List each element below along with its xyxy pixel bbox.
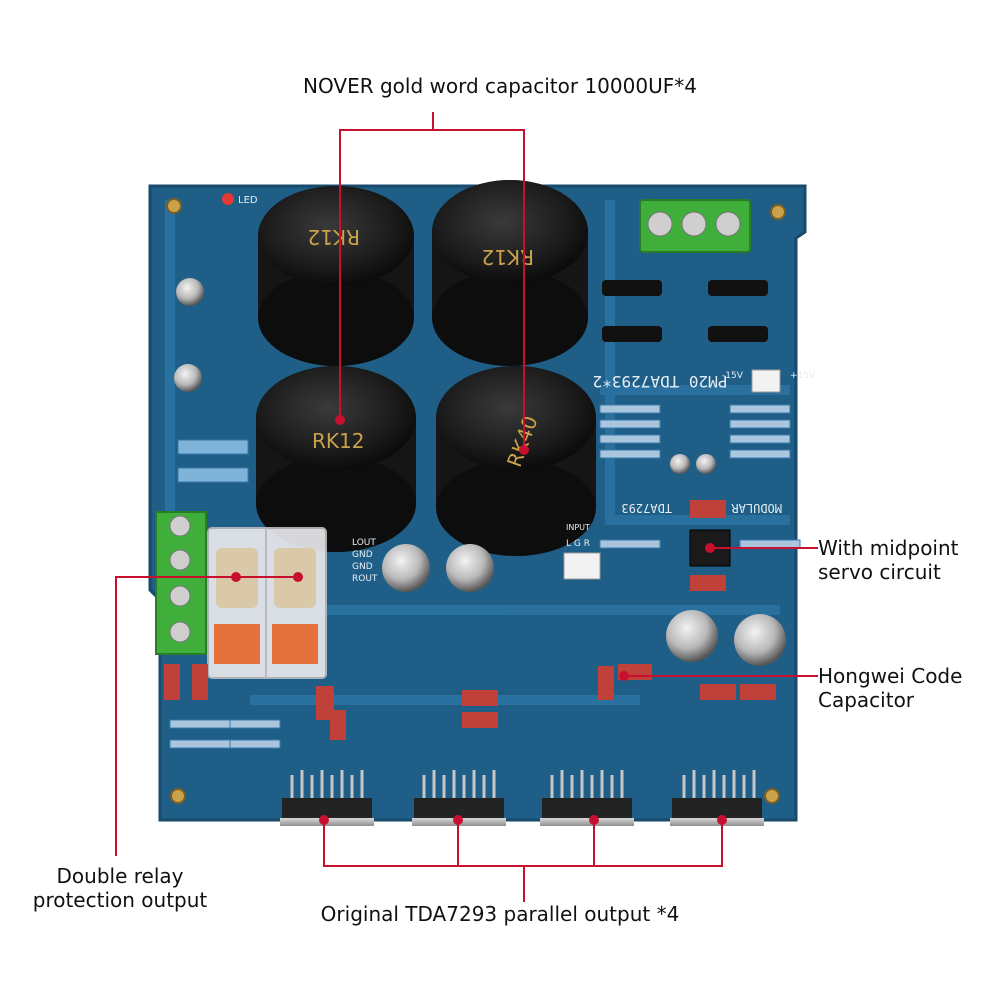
annotation-tda7293: Original TDA7293 parallel output *4 xyxy=(320,902,680,926)
annotation-servo-line2: servo circuit xyxy=(818,560,941,584)
callout-lines xyxy=(115,112,818,902)
annotation-servo: With midpoint servo circuit xyxy=(818,536,998,584)
callout-top-line-right xyxy=(433,129,525,450)
capacitor-top-left: RK12 xyxy=(258,186,414,366)
callout-dots xyxy=(231,415,727,825)
annotation-relay: Double relay protection output xyxy=(10,864,230,912)
resistor-arrays xyxy=(169,404,801,749)
annotation-servo-line1: With midpoint xyxy=(818,536,959,560)
led-icon xyxy=(222,193,234,205)
callout-top-line xyxy=(339,112,434,420)
svg-text:RK12: RK12 xyxy=(312,429,364,453)
led-label: LED xyxy=(238,195,258,206)
callout-relay-line xyxy=(115,576,236,856)
power-label-neg: -15V xyxy=(722,371,744,381)
annotation-capacitors: NOVER gold word capacitor 10000UF*4 xyxy=(303,74,697,98)
pcb-traces xyxy=(165,200,790,705)
red-film-capacitor-top xyxy=(690,500,726,518)
power-header xyxy=(751,369,781,393)
tda7293-chip-4 xyxy=(670,770,764,826)
silkscreen-modular: MODULAR xyxy=(731,501,782,515)
annotation-hongwei-line1: Hongwei Code xyxy=(818,664,963,688)
tda7293-chip-3 xyxy=(540,770,634,826)
red-film-capacitor-mid xyxy=(690,575,726,591)
capacitor-bottom-right: RK40 xyxy=(436,366,596,556)
input-header xyxy=(563,552,601,580)
capacitor-bottom-left: RK12 xyxy=(256,366,416,552)
red-film-capacitors xyxy=(164,664,776,740)
capacitor-top-right: RK12 xyxy=(432,180,588,366)
rectifier-diodes xyxy=(602,280,768,342)
annotation-hongwei: Hongwei Code Capacitor xyxy=(818,664,998,712)
silkscreen-chip: TDA7293 xyxy=(621,501,672,515)
annotation-relay-line2: protection output xyxy=(32,888,208,912)
small-capacitors xyxy=(174,278,786,666)
svg-text:LOUT: LOUT xyxy=(352,538,376,548)
svg-text:RK12: RK12 xyxy=(482,245,534,269)
output-labels: LOUT GND GND ROUT xyxy=(352,538,378,584)
power-label-pos: +15V xyxy=(790,371,816,381)
svg-text:GND: GND xyxy=(352,562,373,572)
callout-bottom-line xyxy=(323,820,723,867)
input-label: L G R xyxy=(566,539,590,549)
silkscreen-model: PM20 TDA7293*2 xyxy=(593,372,728,391)
output-terminal-block xyxy=(155,511,207,655)
annotation-relay-line1: Double relay xyxy=(56,864,184,888)
power-terminal-block xyxy=(639,199,751,253)
svg-text:ROUT: ROUT xyxy=(352,574,378,584)
input-text: INPUT xyxy=(566,523,590,532)
svg-text:GND: GND xyxy=(352,550,373,560)
large-capacitors: RK12 RK12 RK12 RK40 xyxy=(256,180,596,556)
protection-relays xyxy=(207,527,327,679)
annotation-hongwei-line2: Capacitor xyxy=(818,688,915,712)
mounting-holes xyxy=(166,198,786,804)
svg-text:RK12: RK12 xyxy=(308,225,360,249)
